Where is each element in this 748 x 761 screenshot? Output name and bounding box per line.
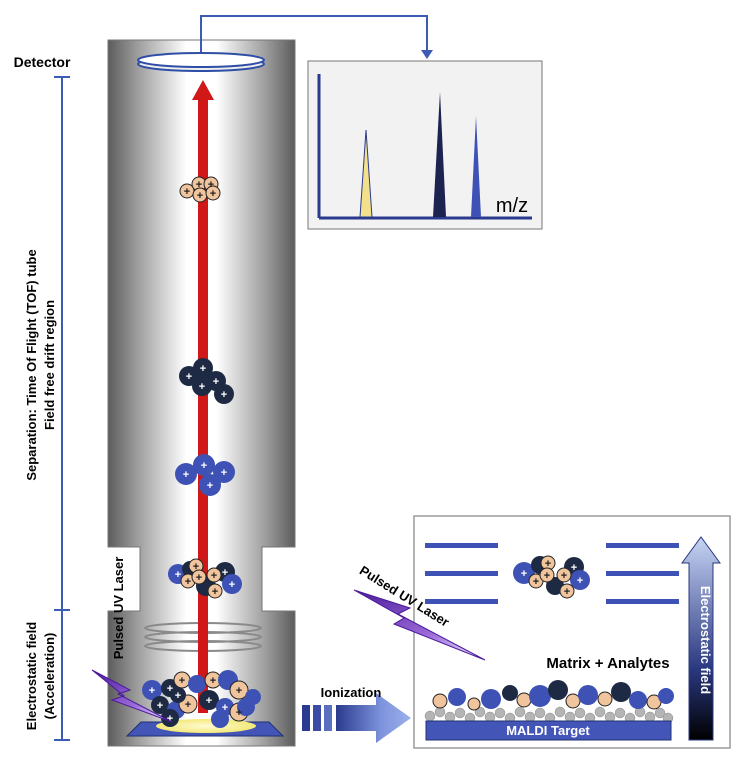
charge-mark: + (185, 576, 191, 588)
charge-mark: + (210, 188, 216, 200)
inset-ion-cluster (513, 555, 590, 599)
pulsed-uv-laser-label: Pulsed UV Laser (111, 557, 126, 660)
mass-spectrum-panel: m/z (307, 60, 543, 230)
charge-mark: + (561, 570, 567, 582)
charge-mark: + (167, 713, 173, 725)
charge-mark: + (544, 570, 550, 582)
charge-mark: + (167, 683, 173, 695)
charge-mark: + (193, 561, 199, 573)
analyte-layer (432, 680, 674, 711)
charge-mark: + (157, 700, 163, 712)
detector-label: Detector (14, 54, 71, 70)
maldi-inset-panel: + + + + + + + + (353, 515, 731, 749)
charge-mark: + (221, 389, 227, 401)
mz-axis-label: m/z (496, 195, 528, 217)
charge-mark: + (571, 562, 577, 574)
charge-mark: + (564, 586, 570, 598)
charge-mark: + (196, 179, 202, 191)
charge-mark: + (197, 190, 203, 202)
charge-mark: + (210, 675, 216, 687)
charge-mark: + (229, 579, 235, 591)
ion-cluster-target (142, 670, 261, 728)
ionization-label: Ionization (321, 685, 382, 700)
maldi-target-label: MALDI Target (506, 723, 590, 738)
charge-mark: + (545, 558, 551, 570)
detector-plate (137, 52, 265, 72)
charge-mark: + (208, 179, 214, 191)
tube-target-plate (125, 719, 285, 737)
charge-mark: + (196, 572, 202, 584)
charge-mark: + (200, 363, 206, 375)
charge-mark: + (186, 371, 192, 383)
separation-label: Separation: Time Of Flight (TOF) tube (24, 249, 39, 480)
charge-mark: + (201, 460, 207, 472)
ion-cluster-dark (179, 358, 234, 404)
charge-mark: + (207, 480, 213, 492)
inset-electrostatic-field-label: Electrostatic field (698, 586, 713, 694)
laser-bolt-icon (91, 669, 173, 723)
charge-mark: + (149, 685, 155, 697)
peak-dark (433, 92, 446, 217)
electrostatic-field-label: Electrostatic field (24, 622, 39, 730)
charge-mark: + (236, 707, 242, 719)
charge-mark: + (521, 568, 527, 580)
charge-mark: + (175, 569, 181, 581)
charge-mark: + (206, 695, 212, 707)
field-plates (425, 543, 679, 604)
peak-blue (471, 116, 481, 217)
detector-to-spectrum-arrow (200, 15, 433, 59)
charge-mark: + (179, 675, 185, 687)
charge-mark: + (577, 575, 583, 587)
ion-cluster-blue (175, 454, 235, 496)
acceleration-label: (Acceleration) (42, 633, 57, 720)
charge-mark: + (199, 381, 205, 393)
ion-cluster-mixed (168, 558, 242, 599)
charge-mark: + (185, 699, 191, 711)
charge-mark: + (212, 586, 218, 598)
charge-mark: + (183, 469, 189, 481)
charge-mark: + (221, 467, 227, 479)
matrix-analytes-label: Matrix + Analytes (546, 655, 669, 672)
peak-light (359, 129, 373, 218)
charge-mark: + (533, 576, 539, 588)
drift-region-label: Field free drift region (42, 300, 57, 430)
region-brackets (54, 76, 70, 741)
laser-beam-red (192, 80, 214, 713)
charge-mark: + (175, 690, 181, 702)
ion-cluster-light (179, 176, 221, 203)
ionization-arrow (302, 693, 411, 743)
electrostatic-field-arrow (681, 536, 721, 741)
maldi-target-plate (425, 720, 672, 741)
charge-mark: + (236, 685, 242, 697)
charge-mark: + (184, 186, 190, 198)
charge-mark: + (211, 570, 217, 582)
inset-laser-bolt-icon (353, 589, 486, 661)
charge-mark: + (222, 702, 228, 714)
charge-mark: + (222, 567, 228, 579)
ion-charge-markers: + + + + + + + + + + + + + + + + + + + + … (149, 179, 242, 725)
charge-mark: + (213, 376, 219, 388)
